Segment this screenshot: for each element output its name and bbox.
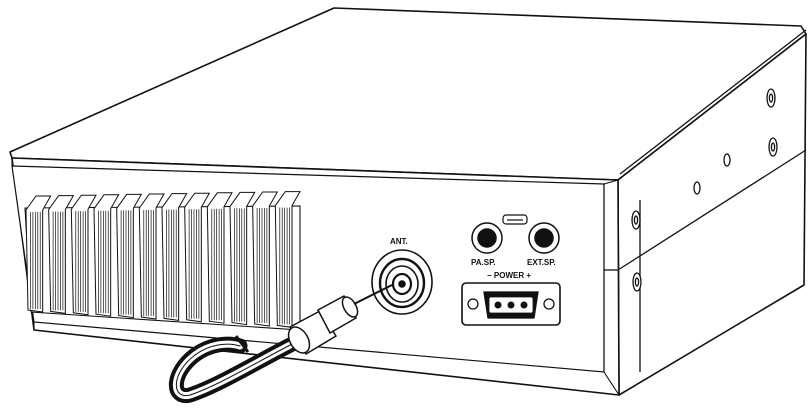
data-port xyxy=(502,214,528,225)
heat-sink-fin xyxy=(116,193,143,319)
heat-sink-fin xyxy=(184,192,211,323)
heat-sink-fin xyxy=(229,191,256,326)
heat-sink-fin xyxy=(274,191,301,328)
pa-speaker-label: PA.SP. xyxy=(471,258,496,267)
power-connector xyxy=(461,282,561,326)
heat-sink-fin xyxy=(25,195,52,313)
heat-sink-fin xyxy=(206,192,233,324)
ext-speaker-label: EXT.SP. xyxy=(527,258,556,267)
pa-speaker-jack xyxy=(471,222,503,254)
case-seam xyxy=(604,29,807,372)
antenna-label: ANT. xyxy=(390,237,408,246)
ext-speaker-jack xyxy=(528,222,560,254)
heat-sink-fin xyxy=(252,191,279,327)
bevel-lines xyxy=(11,158,620,396)
antenna-plug xyxy=(287,284,393,356)
side-mounting-holes xyxy=(631,88,778,292)
heat-sink-fin xyxy=(70,194,97,316)
heat-sink-fin xyxy=(48,195,75,314)
antenna-cable xyxy=(168,332,308,404)
antenna-connector xyxy=(371,249,433,315)
heat-sink-fin xyxy=(161,193,188,321)
heat-sink-fins xyxy=(25,191,301,328)
heat-sink-fin xyxy=(138,193,165,320)
heat-sink-fin xyxy=(93,194,120,317)
power-label: − POWER + xyxy=(487,271,531,280)
